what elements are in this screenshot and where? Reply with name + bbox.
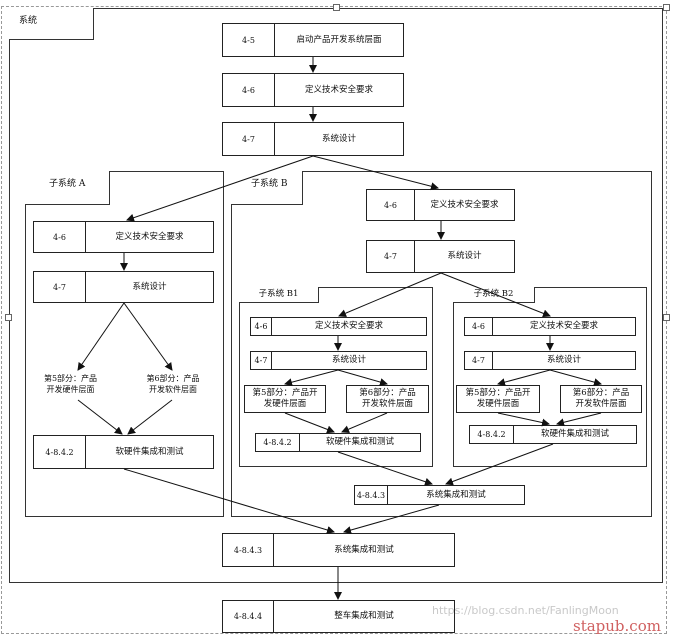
step-text: 启动产品开发系统层面 bbox=[296, 34, 382, 45]
step-id: 4-8.4.3 bbox=[223, 534, 274, 566]
step-id: 4-8.4.2 bbox=[470, 426, 514, 443]
subsystem-a-label: 子系统 A bbox=[25, 171, 110, 205]
step-id: 4-6 bbox=[251, 318, 272, 335]
subsystem-b2-hw-part: 第5部分：产品开发硬件层面 bbox=[456, 385, 540, 413]
subsystem-b-label: 子系统 B bbox=[231, 171, 303, 205]
arrow-a-int-to-system-int bbox=[123, 468, 335, 534]
step-text: 系统设计 bbox=[132, 281, 167, 292]
vehicle-integration: 4-8.4.4 整车集成和测试 bbox=[222, 600, 455, 633]
subsystem-b2-section bbox=[453, 287, 647, 467]
subsystem-b2-integration: 4-8.4.2 软硬件集成和测试 bbox=[469, 425, 637, 444]
subsystem-b1-section bbox=[239, 287, 433, 467]
resize-handle[interactable] bbox=[663, 314, 670, 321]
resize-handle[interactable] bbox=[5, 314, 12, 321]
step-text: 系统设计 bbox=[447, 251, 482, 262]
step-id: 4-8.4.4 bbox=[223, 601, 274, 632]
subsystem-a-design: 4-7 系统设计 bbox=[33, 271, 214, 303]
resize-handle[interactable] bbox=[333, 4, 340, 11]
arrow-design-to-a bbox=[126, 155, 314, 222]
step-start-system-level: 4-5 启动产品开发系统层面 bbox=[222, 23, 404, 57]
arrow-a-design-to-hw bbox=[77, 302, 125, 371]
part-text: 第6部分：产品开发软件层面 bbox=[359, 388, 416, 409]
subsystem-b-section bbox=[231, 171, 652, 517]
part-text: 第5部分：产品开发硬件层面 bbox=[465, 388, 531, 409]
arrow-design-to-b bbox=[312, 155, 439, 191]
step-text: 软硬件集成和测试 bbox=[540, 429, 609, 440]
subsystem-b1-label: 子系统 B1 bbox=[239, 287, 319, 303]
step-tech-safety-req: 4-6 定义技术安全要求 bbox=[222, 73, 404, 107]
arrow-b-int-to-system-int bbox=[343, 504, 440, 534]
step-id: 4-6 bbox=[465, 318, 493, 335]
step-id: 4-6 bbox=[223, 74, 275, 106]
arrow-b1-int-to-b-int bbox=[337, 451, 433, 486]
subsystem-b-safety-req: 4-6 定义技术安全要求 bbox=[366, 189, 515, 221]
step-text: 定义技术安全要求 bbox=[115, 231, 184, 242]
subsystem-b2-design: 4-7 系统设计 bbox=[464, 351, 636, 370]
subsystem-b2-safety-req: 4-6 定义技术安全要求 bbox=[464, 317, 636, 336]
arrow-a-design-to-sw bbox=[123, 302, 173, 371]
step-text: 系统集成和测试 bbox=[426, 489, 486, 500]
step-text: 整车集成和测试 bbox=[334, 611, 394, 622]
step-id: 4-7 bbox=[251, 352, 272, 369]
arrow-a-hw-to-int bbox=[77, 399, 123, 435]
resize-handle[interactable] bbox=[663, 4, 670, 11]
step-id: 4-6 bbox=[367, 190, 415, 220]
subsystem-a-section bbox=[25, 171, 224, 517]
step-id: 4-6 bbox=[34, 222, 86, 252]
step-system-design: 4-7 系统设计 bbox=[222, 122, 404, 156]
arrow-b2-int-to-b-int bbox=[445, 443, 554, 486]
blog-url-watermark: https://blog.csdn.net/FanlingMoon bbox=[432, 604, 619, 617]
arrow-b2-design-to-sw bbox=[549, 369, 602, 387]
step-text: 系统设计 bbox=[546, 355, 581, 366]
step-text: 软硬件集成和测试 bbox=[115, 446, 184, 457]
subsystem-b2-sw-part: 第6部分：产品开发软件层面 bbox=[560, 385, 642, 413]
arrow-b1-sw-to-int bbox=[341, 412, 388, 433]
step-id: 4-8.4.2 bbox=[34, 436, 86, 468]
subsystem-b1-integration: 4-8.4.2 软硬件集成和测试 bbox=[255, 433, 421, 452]
brand-watermark: stapub.com bbox=[573, 617, 661, 635]
step-id: 4-8.4.2 bbox=[256, 434, 300, 451]
subsystem-b1-hw-part: 第5部分：产品开发硬件层面 bbox=[244, 385, 326, 413]
step-text: 软硬件集成和测试 bbox=[325, 437, 394, 448]
subsystem-b1-safety-req: 4-6 定义技术安全要求 bbox=[250, 317, 427, 336]
subsystem-b1-sw-part: 第6部分：产品开发软件层面 bbox=[346, 385, 429, 413]
arrow-b2-design-to-hw bbox=[497, 369, 551, 387]
arrow-b-design-to-b2 bbox=[440, 272, 551, 318]
step-id: 4-7 bbox=[465, 352, 493, 369]
arrow-b1-design-to-hw bbox=[284, 369, 339, 387]
arrow-b-design-to-b1 bbox=[338, 272, 442, 317]
arrow-b2-hw-to-int bbox=[497, 412, 550, 427]
step-text: 系统设计 bbox=[331, 355, 366, 366]
subsystem-a-safety-req: 4-6 定义技术安全要求 bbox=[33, 221, 214, 253]
step-text: 定义技术安全要求 bbox=[304, 84, 373, 95]
subsystem-b1-design: 4-7 系统设计 bbox=[250, 351, 427, 370]
step-id: 4-8.4.3 bbox=[355, 486, 388, 504]
part-text: 第6部分：产品开发软件层面 bbox=[572, 388, 630, 409]
subsystem-a-integration: 4-8.4.2 软硬件集成和测试 bbox=[33, 435, 214, 469]
step-text: 系统集成和测试 bbox=[334, 544, 394, 555]
step-text: 系统设计 bbox=[321, 133, 356, 144]
arrow-b1-design-to-sw bbox=[337, 369, 388, 386]
arrow-b1-hw-to-int bbox=[284, 412, 335, 434]
step-id: 4-7 bbox=[34, 272, 86, 302]
subsystem-b-integration: 4-8.4.3 系统集成和测试 bbox=[354, 485, 525, 505]
step-text: 定义技术安全要求 bbox=[430, 199, 499, 210]
step-id: 4-7 bbox=[223, 123, 275, 155]
system-integration: 4-8.4.3 系统集成和测试 bbox=[222, 533, 455, 567]
step-text: 定义技术安全要求 bbox=[529, 321, 598, 332]
part-text: 第5部分：产品开发硬件层面 bbox=[252, 388, 318, 409]
step-id: 4-5 bbox=[223, 24, 275, 56]
arrow-b2-sw-to-int bbox=[556, 412, 602, 427]
arrow-a-sw-to-int bbox=[127, 399, 173, 435]
step-text: 定义技术安全要求 bbox=[314, 321, 383, 332]
subsystem-a-sw-part: 第6部分：产品开发软件层面 bbox=[146, 374, 200, 394]
subsystem-a-hw-part: 第5部分：产品开发硬件层面 bbox=[43, 374, 98, 394]
step-id: 4-7 bbox=[367, 241, 415, 272]
subsystem-b-design: 4-7 系统设计 bbox=[366, 240, 515, 273]
system-section-label: 系统 bbox=[9, 8, 94, 40]
